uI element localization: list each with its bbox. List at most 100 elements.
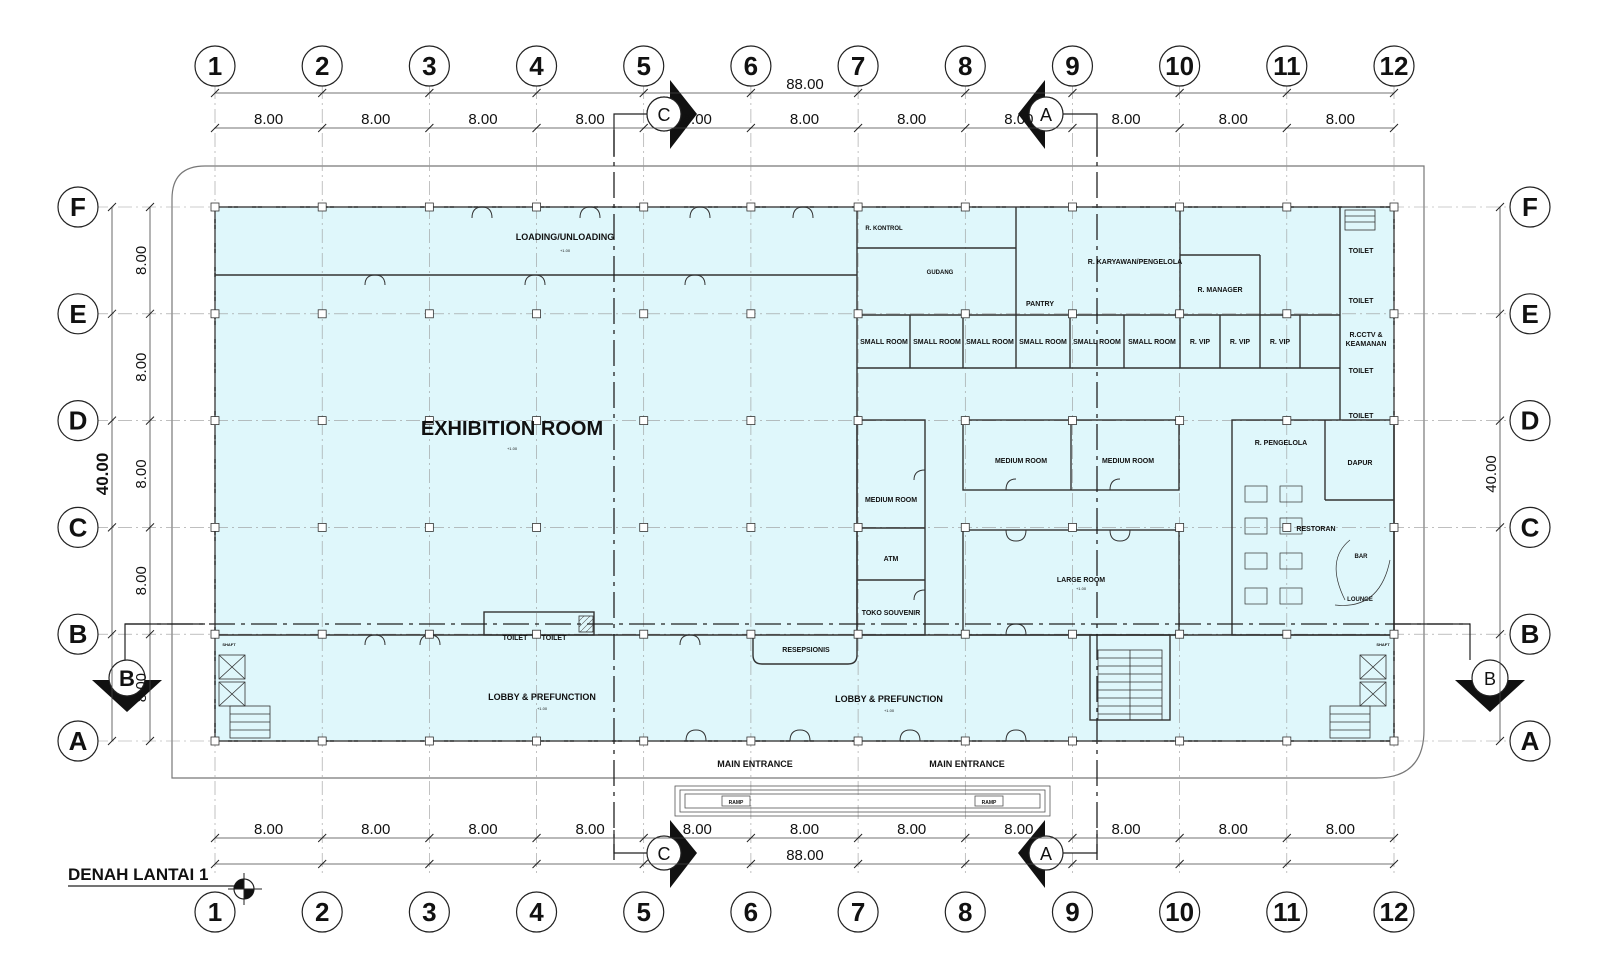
room-toilet-6: TOILET [542, 635, 567, 642]
structural-column [746, 202, 756, 212]
dimension-lines [111, 92, 1501, 865]
structural-column [960, 416, 970, 426]
north-symbol [228, 873, 262, 905]
room-lobby-2: LOBBY & PREFUNCTION [835, 694, 943, 704]
grid-label-col: 4 [529, 897, 544, 927]
section-marker-c-bottom: C [646, 820, 697, 888]
room-souvenir: TOKO SOUVENIR [862, 610, 921, 617]
grid-label-row: C [1521, 512, 1540, 542]
ramp-label-1: RAMP [729, 800, 744, 806]
total-width-top: 88.00 [786, 76, 824, 93]
grid-bubble-col [1373, 45, 1415, 87]
grid-label-col: 6 [744, 51, 758, 81]
structural-column [1282, 202, 1292, 212]
bay-dimension: 8.00 [361, 821, 390, 838]
level-tag-lobby-1: +1.00 [537, 706, 548, 711]
bay-dimension: 8.00 [468, 111, 497, 128]
grid-label-col: 11 [1273, 51, 1301, 81]
dim-tick [853, 123, 863, 133]
dim-tick [853, 88, 863, 98]
dim-tick [107, 629, 117, 639]
dim-tick [1068, 859, 1077, 869]
dim-tick [746, 88, 756, 98]
room-toilet-5: TOILET [503, 635, 528, 642]
structural-column [317, 523, 327, 532]
section-label-a: A [1040, 844, 1052, 864]
section-label-b: B [119, 666, 135, 691]
structural-column [424, 523, 434, 532]
bay-dimension: 8.00 [468, 821, 497, 838]
grid-label-row: F [1522, 192, 1538, 222]
structural-column [639, 736, 649, 746]
grid-label-col: 2 [315, 51, 329, 81]
dim-tick [317, 859, 327, 869]
dim-tick [1495, 309, 1505, 319]
bay-dimension: 8.00 [1219, 111, 1248, 128]
grid-bubble-col [1266, 891, 1308, 933]
structural-column [532, 416, 541, 426]
total-depth-right: 40.00 [1483, 455, 1500, 493]
small-room-2: SMALL ROOM [913, 339, 961, 346]
room-lounge: LOUNGE [1347, 597, 1373, 603]
structural-column [639, 309, 649, 319]
dim-tick [1495, 523, 1505, 532]
bay-dimension: 8.00 [254, 821, 283, 838]
grid-label-col: 5 [636, 897, 650, 927]
grid-bubble-row [1509, 613, 1551, 655]
dim-tick [1175, 859, 1184, 869]
grid-label-col: 5 [636, 51, 650, 81]
grid-bubble-col [408, 891, 450, 933]
dim-tick [1495, 629, 1505, 639]
dim-tick [210, 123, 220, 133]
bay-dimension: 8.00 [1111, 821, 1140, 838]
dim-tick [1068, 88, 1077, 98]
section-marker-b-right: B [1455, 659, 1525, 712]
structural-column [532, 736, 541, 746]
grid-label-col: 7 [851, 51, 865, 81]
grid-bubble-col [1159, 891, 1201, 933]
room-exhibition: EXHIBITION ROOM [421, 418, 603, 440]
grid-bubble-row [57, 293, 99, 335]
grid-bubble-col [730, 45, 772, 87]
structural-column [210, 309, 220, 319]
dim-tick [532, 859, 541, 869]
dim-tick [107, 736, 117, 746]
section-marker-a-bottom: A [1018, 820, 1064, 888]
structural-column [532, 202, 541, 212]
dim-tick [210, 88, 220, 98]
grid-label-col: 3 [422, 51, 436, 81]
dim-tick [107, 523, 117, 532]
structural-column [960, 736, 970, 746]
structural-column [317, 629, 327, 639]
grid-label-row: D [1521, 406, 1540, 436]
grid-label-col: 6 [744, 897, 758, 927]
grid-label-col: 1 [208, 897, 222, 927]
structural-column [746, 309, 756, 319]
dim-tick [1068, 833, 1077, 843]
room-labels: EXHIBITION ROOM LOADING/UNLOADING R. KON… [222, 226, 1390, 806]
small-room-1: SMALL ROOM [860, 339, 908, 346]
room-large: LARGE ROOM [1057, 577, 1105, 584]
structural-column [1175, 736, 1185, 746]
structural-column [853, 523, 863, 532]
structural-column [960, 629, 970, 639]
structural-column [210, 736, 220, 746]
structural-column [1282, 523, 1292, 532]
structural-column [1389, 202, 1399, 212]
dim-tick [639, 833, 649, 843]
structural-column [532, 629, 541, 639]
dim-tick [317, 88, 327, 98]
shaft-label-1: SHAFT [222, 642, 236, 647]
grid-label-col: 10 [1165, 51, 1194, 81]
room-toilet-4: TOILET [1349, 413, 1374, 420]
bay-dimension: 8.00 [1111, 111, 1140, 128]
section-marker-a-top: A [1018, 80, 1064, 149]
level-tag-loading: +1.00 [560, 248, 571, 253]
total-depth-left: 40.00 [93, 453, 112, 496]
room-toilet-2: TOILET [1349, 298, 1374, 305]
dim-tick [145, 736, 155, 746]
section-marker-b-left: B [92, 659, 162, 712]
grid-bubble-col [944, 891, 986, 933]
room-loading: LOADING/UNLOADING [516, 232, 615, 242]
grid-bubble-col [837, 45, 879, 87]
